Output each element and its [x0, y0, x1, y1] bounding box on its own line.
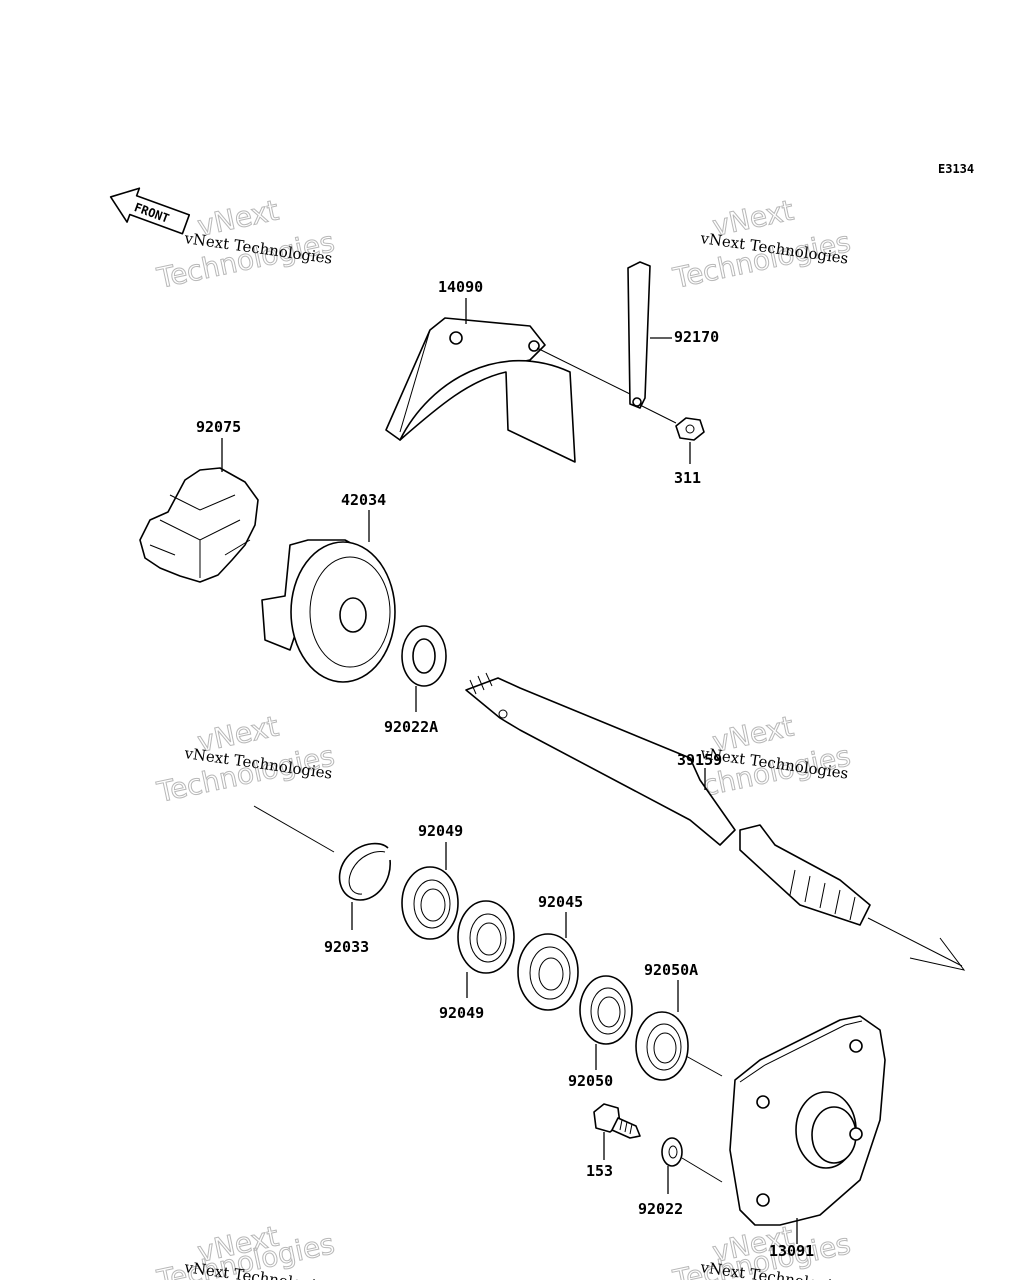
leader-92170-311: [639, 404, 677, 424]
label-42034: 42034: [341, 491, 386, 509]
label-92075: 92075: [196, 418, 241, 436]
part-92050A-seal[interactable]: 92050A: [635, 961, 698, 1081]
leader-shaft-right: [867, 917, 963, 967]
watermark-top-right: vNext Technologies vNext Technologies: [669, 193, 854, 295]
part-92170-strap[interactable]: 92170: [627, 261, 719, 409]
part-42034-coupling[interactable]: 42034: [261, 491, 396, 683]
arrow-shaft-right: [909, 937, 966, 971]
part-92022A-washer[interactable]: 92022A: [384, 625, 447, 736]
part-92022-washer[interactable]: 92022: [638, 1137, 683, 1218]
leader-shaft-left: [253, 805, 335, 853]
label-92022: 92022: [638, 1200, 683, 1218]
label-92022A: 92022A: [384, 718, 438, 736]
part-92050-seal[interactable]: 92050: [568, 975, 633, 1090]
label-39159: 39159: [677, 751, 722, 769]
part-92049-bearing-upper[interactable]: 92049: [401, 822, 463, 940]
part-92075-damper[interactable]: 92075: [139, 418, 259, 583]
label-13091: 13091: [769, 1242, 814, 1260]
front-arrow-icon: FRONT: [109, 187, 191, 235]
label-92049-lower: 92049: [439, 1004, 484, 1022]
label-92049-upper: 92049: [418, 822, 463, 840]
watermark-bottom-right: vNext Technologies vNext Technologies: [669, 1219, 854, 1280]
part-153-bolt[interactable]: 153: [586, 1103, 641, 1180]
part-39159-shaft[interactable]: 39159: [465, 672, 871, 926]
leader-92022-13091: [681, 1157, 723, 1183]
watermark-mid-left: vNext Technologies vNext Technologies: [153, 709, 338, 809]
watermark-top-left: vNext Technologies vNext Technologies: [153, 193, 338, 295]
diagram-code: E3134: [938, 162, 974, 176]
label-92045: 92045: [538, 893, 583, 911]
label-14090: 14090: [438, 278, 483, 296]
label-92050A: 92050A: [644, 961, 698, 979]
part-92033-circlip[interactable]: 92033: [324, 842, 391, 956]
part-14090-cover[interactable]: 14090: [385, 278, 576, 463]
label-92050: 92050: [568, 1072, 613, 1090]
label-153: 153: [586, 1162, 613, 1180]
watermark-bottom-left: vNext Technologies vNext Technologies: [153, 1219, 338, 1280]
leader-14090-92170: [536, 347, 631, 395]
part-311-nut[interactable]: 311: [674, 417, 705, 487]
part-13091-housing[interactable]: 13091: [729, 1015, 886, 1260]
part-92049-bearing-lower[interactable]: 92049: [439, 900, 515, 1022]
label-92033: 92033: [324, 938, 369, 956]
label-311: 311: [674, 469, 701, 487]
label-92170: 92170: [674, 328, 719, 346]
leader-92050A-13091: [685, 1055, 723, 1077]
part-92045-bearing[interactable]: 92045: [517, 893, 583, 1011]
